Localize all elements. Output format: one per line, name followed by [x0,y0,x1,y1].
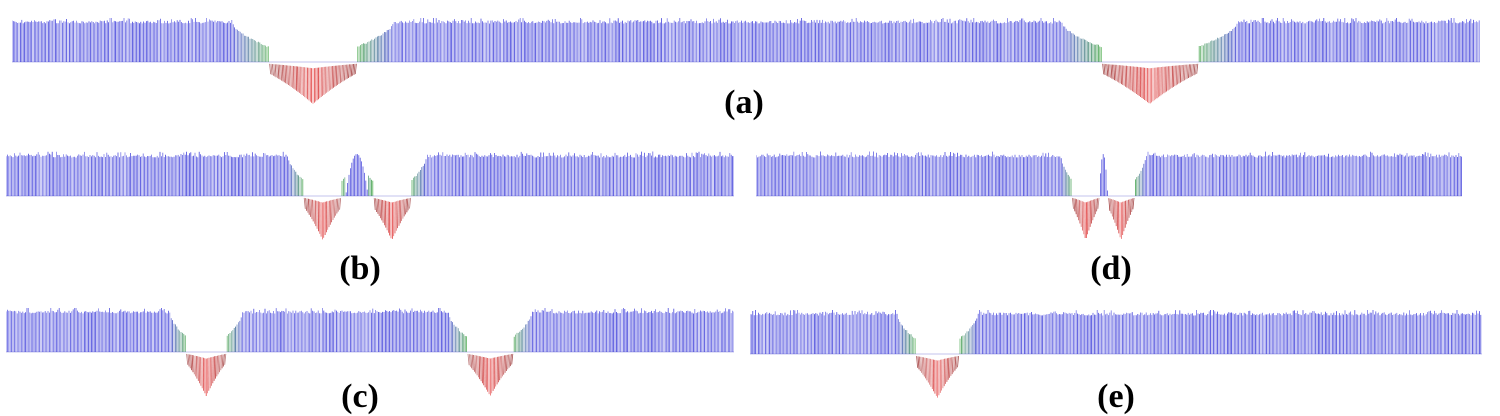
panel-d-field-plot [756,150,1462,242]
panel-a-field-plot [12,18,1480,108]
caption-e: (e) [1097,378,1135,415]
panel-e-field-plot [750,310,1482,400]
field-lines [6,151,734,240]
caption-a: (a) [724,84,764,121]
panel-c-field-plot [6,308,734,398]
panel-d-svg [756,151,1462,239]
panel-a-svg [12,18,1480,104]
field-lines [756,151,1462,239]
caption-b: (b) [339,250,381,287]
field-lines [6,308,734,396]
panel-b-svg [6,151,734,240]
field-lines [750,310,1482,398]
panel-c-svg [6,308,734,396]
caption-c: (c) [341,378,379,415]
field-lines [12,18,1480,104]
panel-e-svg [750,310,1482,398]
caption-d: (d) [1090,250,1132,287]
panel-b-field-plot [6,150,734,242]
